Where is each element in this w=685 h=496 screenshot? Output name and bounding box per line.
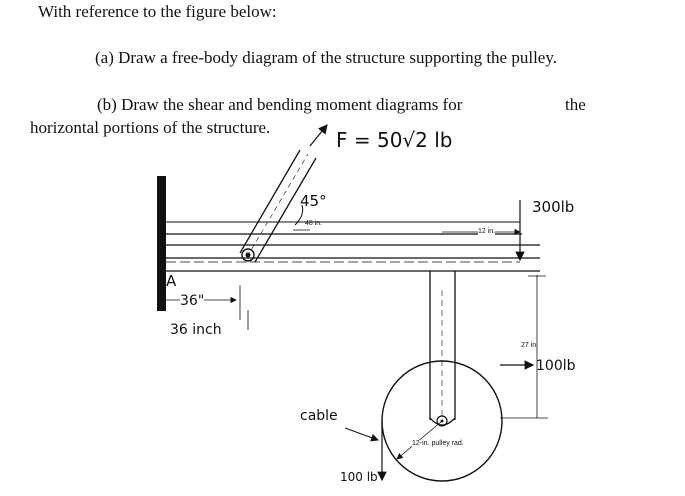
cable-load-label: 100 lb <box>340 470 378 484</box>
dim-27-label: 27 in. <box>521 342 539 349</box>
point-a-label: A <box>166 272 177 290</box>
cable-label: cable <box>300 408 338 424</box>
pulley <box>381 360 503 482</box>
pulley-radius-label: 12-in. pulley rad. <box>412 440 464 447</box>
angle-label: 45° <box>300 192 327 210</box>
problem-part-a: (a) Draw a free-body diagram of the stru… <box>95 48 557 67</box>
problem-part-b-line2: horizontal portions of the structure. <box>30 118 271 137</box>
cable <box>344 421 387 482</box>
load-100-side-label: 100lb <box>536 358 576 374</box>
problem-part-b-line1: (b) Draw the shear and bending moment di… <box>97 95 463 114</box>
horizontal-beam <box>166 233 540 272</box>
dim-36-inch-label: 36 inch <box>170 322 222 338</box>
inclined-strut <box>239 149 317 263</box>
problem-part-b-the: the <box>565 95 586 114</box>
problem-intro: With reference to the figure below: <box>38 2 277 21</box>
dim-36-arrow-label: 36" <box>180 293 205 309</box>
wall <box>157 176 166 311</box>
dim-48-label: 48 in. <box>305 220 323 227</box>
dim-12-label: 12 in. <box>478 228 496 235</box>
force-label: F = 50√2 lb <box>336 128 453 152</box>
load-300-label: 300lb <box>532 198 575 216</box>
vertical-post <box>429 271 456 426</box>
